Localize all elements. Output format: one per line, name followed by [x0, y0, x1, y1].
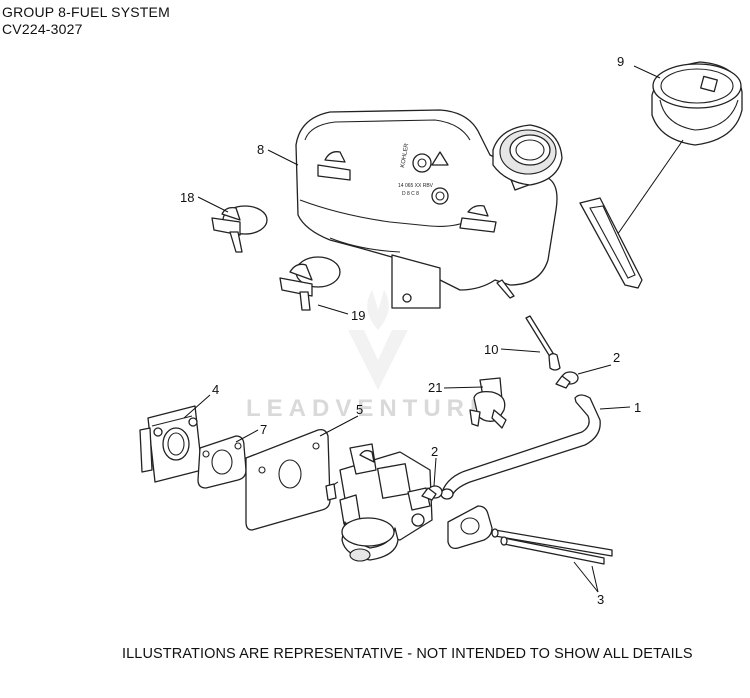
clamp-upper	[555, 371, 579, 389]
fuel-tank: KOHLER 14 065 XX RBV D 8 C 8	[295, 109, 563, 309]
fuel-cap	[579, 61, 743, 289]
clamp-lower	[421, 485, 443, 501]
tank-code-line2: D 8 C 8	[402, 191, 419, 197]
mount-19	[279, 256, 341, 311]
disclaimer-footer: ILLUSTRATIONS ARE REPRESENTATIVE - NOT I…	[122, 646, 693, 662]
model-number: CV224-3027	[2, 21, 83, 37]
gasket-7	[197, 435, 247, 489]
watermark: LEADVENTURE	[246, 395, 493, 422]
callout-3: 3	[597, 592, 604, 607]
callout-4: 4	[212, 382, 219, 397]
callout-2-upper: 2	[613, 350, 620, 365]
callout-2-lower: 2	[431, 444, 438, 459]
callout-1: 1	[634, 400, 641, 415]
heat-shield	[245, 428, 331, 531]
callout-9: 9	[617, 54, 624, 69]
watermark-logo	[348, 290, 408, 390]
studs	[491, 528, 613, 565]
mount-18	[211, 205, 268, 253]
gasket-flange	[447, 505, 493, 550]
callout-7: 7	[260, 422, 267, 437]
fuel-line	[440, 394, 601, 500]
tank-code-line1: 14 065 XX RBV	[398, 183, 434, 189]
callout-10: 10	[484, 342, 498, 357]
callout-18: 18	[180, 190, 194, 205]
screw-10	[525, 315, 561, 371]
callout-19: 19	[351, 308, 365, 323]
callout-8: 8	[257, 142, 264, 157]
callout-5: 5	[356, 402, 363, 417]
shut-off-valve	[469, 377, 507, 429]
carburetor	[325, 443, 433, 562]
spacer	[139, 405, 203, 483]
callout-21: 21	[428, 380, 442, 395]
diagram-title: GROUP 8-FUEL SYSTEM	[2, 4, 170, 20]
leader-lines	[183, 65, 661, 593]
tank-brand-mark: KOHLER	[400, 142, 410, 168]
